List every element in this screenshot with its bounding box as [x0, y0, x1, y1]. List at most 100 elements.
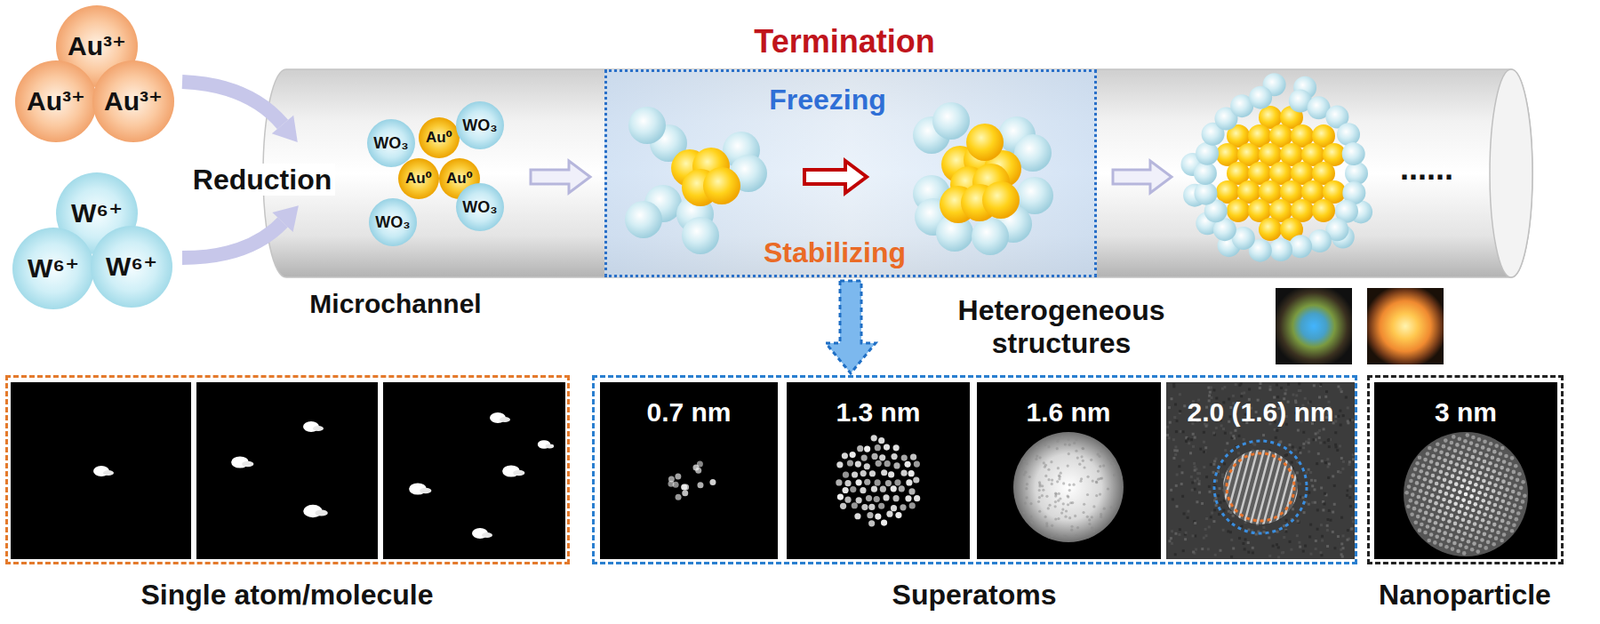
- lattice-dot: [1464, 452, 1470, 457]
- noise: [1204, 446, 1208, 449]
- noise: [1192, 432, 1195, 436]
- lattice-dot: [1467, 500, 1472, 505]
- lattice-dot: [1435, 441, 1440, 447]
- noise: [1214, 553, 1217, 557]
- atom-dot: [893, 462, 900, 469]
- cluster-sphere: WO₃: [368, 198, 417, 247]
- atom-dot: [909, 502, 916, 509]
- noise: [1193, 488, 1197, 491]
- lattice-dot: [1504, 454, 1509, 459]
- text-holder: WO₃: [462, 198, 497, 217]
- microchannel-tube: [263, 69, 1533, 278]
- lattice-dot: [1469, 494, 1474, 499]
- noise: [1295, 393, 1298, 397]
- noise: [1327, 438, 1330, 441]
- noise: [1184, 531, 1188, 535]
- noise: [1186, 510, 1190, 513]
- noise: [1193, 534, 1197, 537]
- lattice-dot: [1474, 536, 1480, 541]
- lattice-dot: [1424, 471, 1430, 476]
- noise: [1223, 462, 1226, 465]
- micrograph-tile-bg: [786, 382, 970, 560]
- atom-dot: [871, 434, 878, 441]
- lattice-dot: [1432, 487, 1437, 492]
- oxide-sphere: [1193, 182, 1217, 206]
- lattice-dot: [1494, 536, 1499, 541]
- speckle: [1034, 457, 1038, 461]
- noise: [1342, 534, 1345, 537]
- noise: [1326, 544, 1329, 548]
- noise: [1202, 440, 1206, 444]
- noise: [1309, 552, 1312, 556]
- noise: [1318, 429, 1321, 432]
- lattice-dot: [1452, 488, 1457, 493]
- noise: [1328, 509, 1331, 512]
- speckle: [1056, 440, 1059, 443]
- speckle: [1038, 496, 1041, 499]
- noise: [1310, 479, 1313, 482]
- speckle: [1035, 454, 1039, 457]
- lattice-dot: [1483, 472, 1488, 478]
- lattice-dot: [1486, 540, 1491, 545]
- atom-dot: [874, 479, 881, 486]
- lattice-dot: [1464, 472, 1469, 478]
- speckle: [1088, 518, 1091, 521]
- lattice-dot: [1455, 442, 1460, 448]
- lattice-dot: [1478, 544, 1483, 549]
- noise: [1262, 526, 1265, 529]
- lattice-dot: [1501, 479, 1506, 484]
- flow-arrow: [530, 160, 591, 193]
- noise: [1336, 448, 1339, 452]
- micrograph-tile-bg: [383, 382, 566, 560]
- speckle: [1064, 442, 1067, 446]
- noise: [1340, 390, 1344, 393]
- lattice-dot: [1502, 532, 1507, 537]
- lattice-dot: [1429, 532, 1434, 537]
- noise: [1273, 428, 1277, 432]
- nanoparticle-disc: [1403, 432, 1528, 557]
- noise: [1193, 479, 1197, 482]
- optical-image: [1367, 288, 1444, 365]
- oxide-sphere: [1269, 238, 1293, 262]
- speckle: [1056, 517, 1060, 520]
- lattice-dot: [1451, 507, 1456, 512]
- noise: [1320, 459, 1324, 463]
- lattice-dot: [1474, 516, 1480, 521]
- atom-dot: [851, 471, 858, 478]
- micrograph-tile-bg: [1166, 382, 1355, 560]
- lattice-dot: [1477, 510, 1482, 515]
- speckle: [1092, 504, 1096, 508]
- noise: [1184, 440, 1188, 443]
- label-text: Heterogeneous structures: [928, 294, 1195, 360]
- noise: [1173, 416, 1176, 419]
- node-title: Superatoms: [892, 578, 1057, 612]
- noise: [1323, 492, 1327, 496]
- gold-sphere: [966, 123, 1004, 161]
- noise: [1338, 409, 1342, 413]
- noise: [1345, 489, 1349, 493]
- image-panel: Nanoparticle3 nm: [1367, 375, 1564, 565]
- text-holder: Au³⁺: [104, 86, 163, 118]
- noise: [1350, 527, 1353, 530]
- noise: [1284, 388, 1288, 392]
- lattice-dot: [1456, 496, 1461, 501]
- lattice-dot: [1443, 511, 1448, 516]
- speckle: [1086, 475, 1089, 479]
- lattice-dot: [1417, 455, 1423, 460]
- lattice-dot: [1413, 520, 1418, 525]
- lattice-dot: [1442, 530, 1448, 536]
- speckle: [1064, 509, 1068, 512]
- lattice-dot: [1500, 519, 1505, 524]
- noise: [1217, 487, 1221, 490]
- noise: [1302, 431, 1305, 434]
- noise: [1347, 463, 1351, 466]
- noise: [1218, 501, 1222, 504]
- noise: [1307, 503, 1311, 506]
- gold-sphere: [982, 181, 1020, 219]
- lattice-dot: [1418, 469, 1424, 474]
- speckle: [1024, 462, 1028, 465]
- noise: [1217, 512, 1221, 516]
- lattice-dot: [1463, 458, 1468, 464]
- lattice-dot: [1464, 545, 1469, 551]
- sphere-fill: [90, 225, 173, 308]
